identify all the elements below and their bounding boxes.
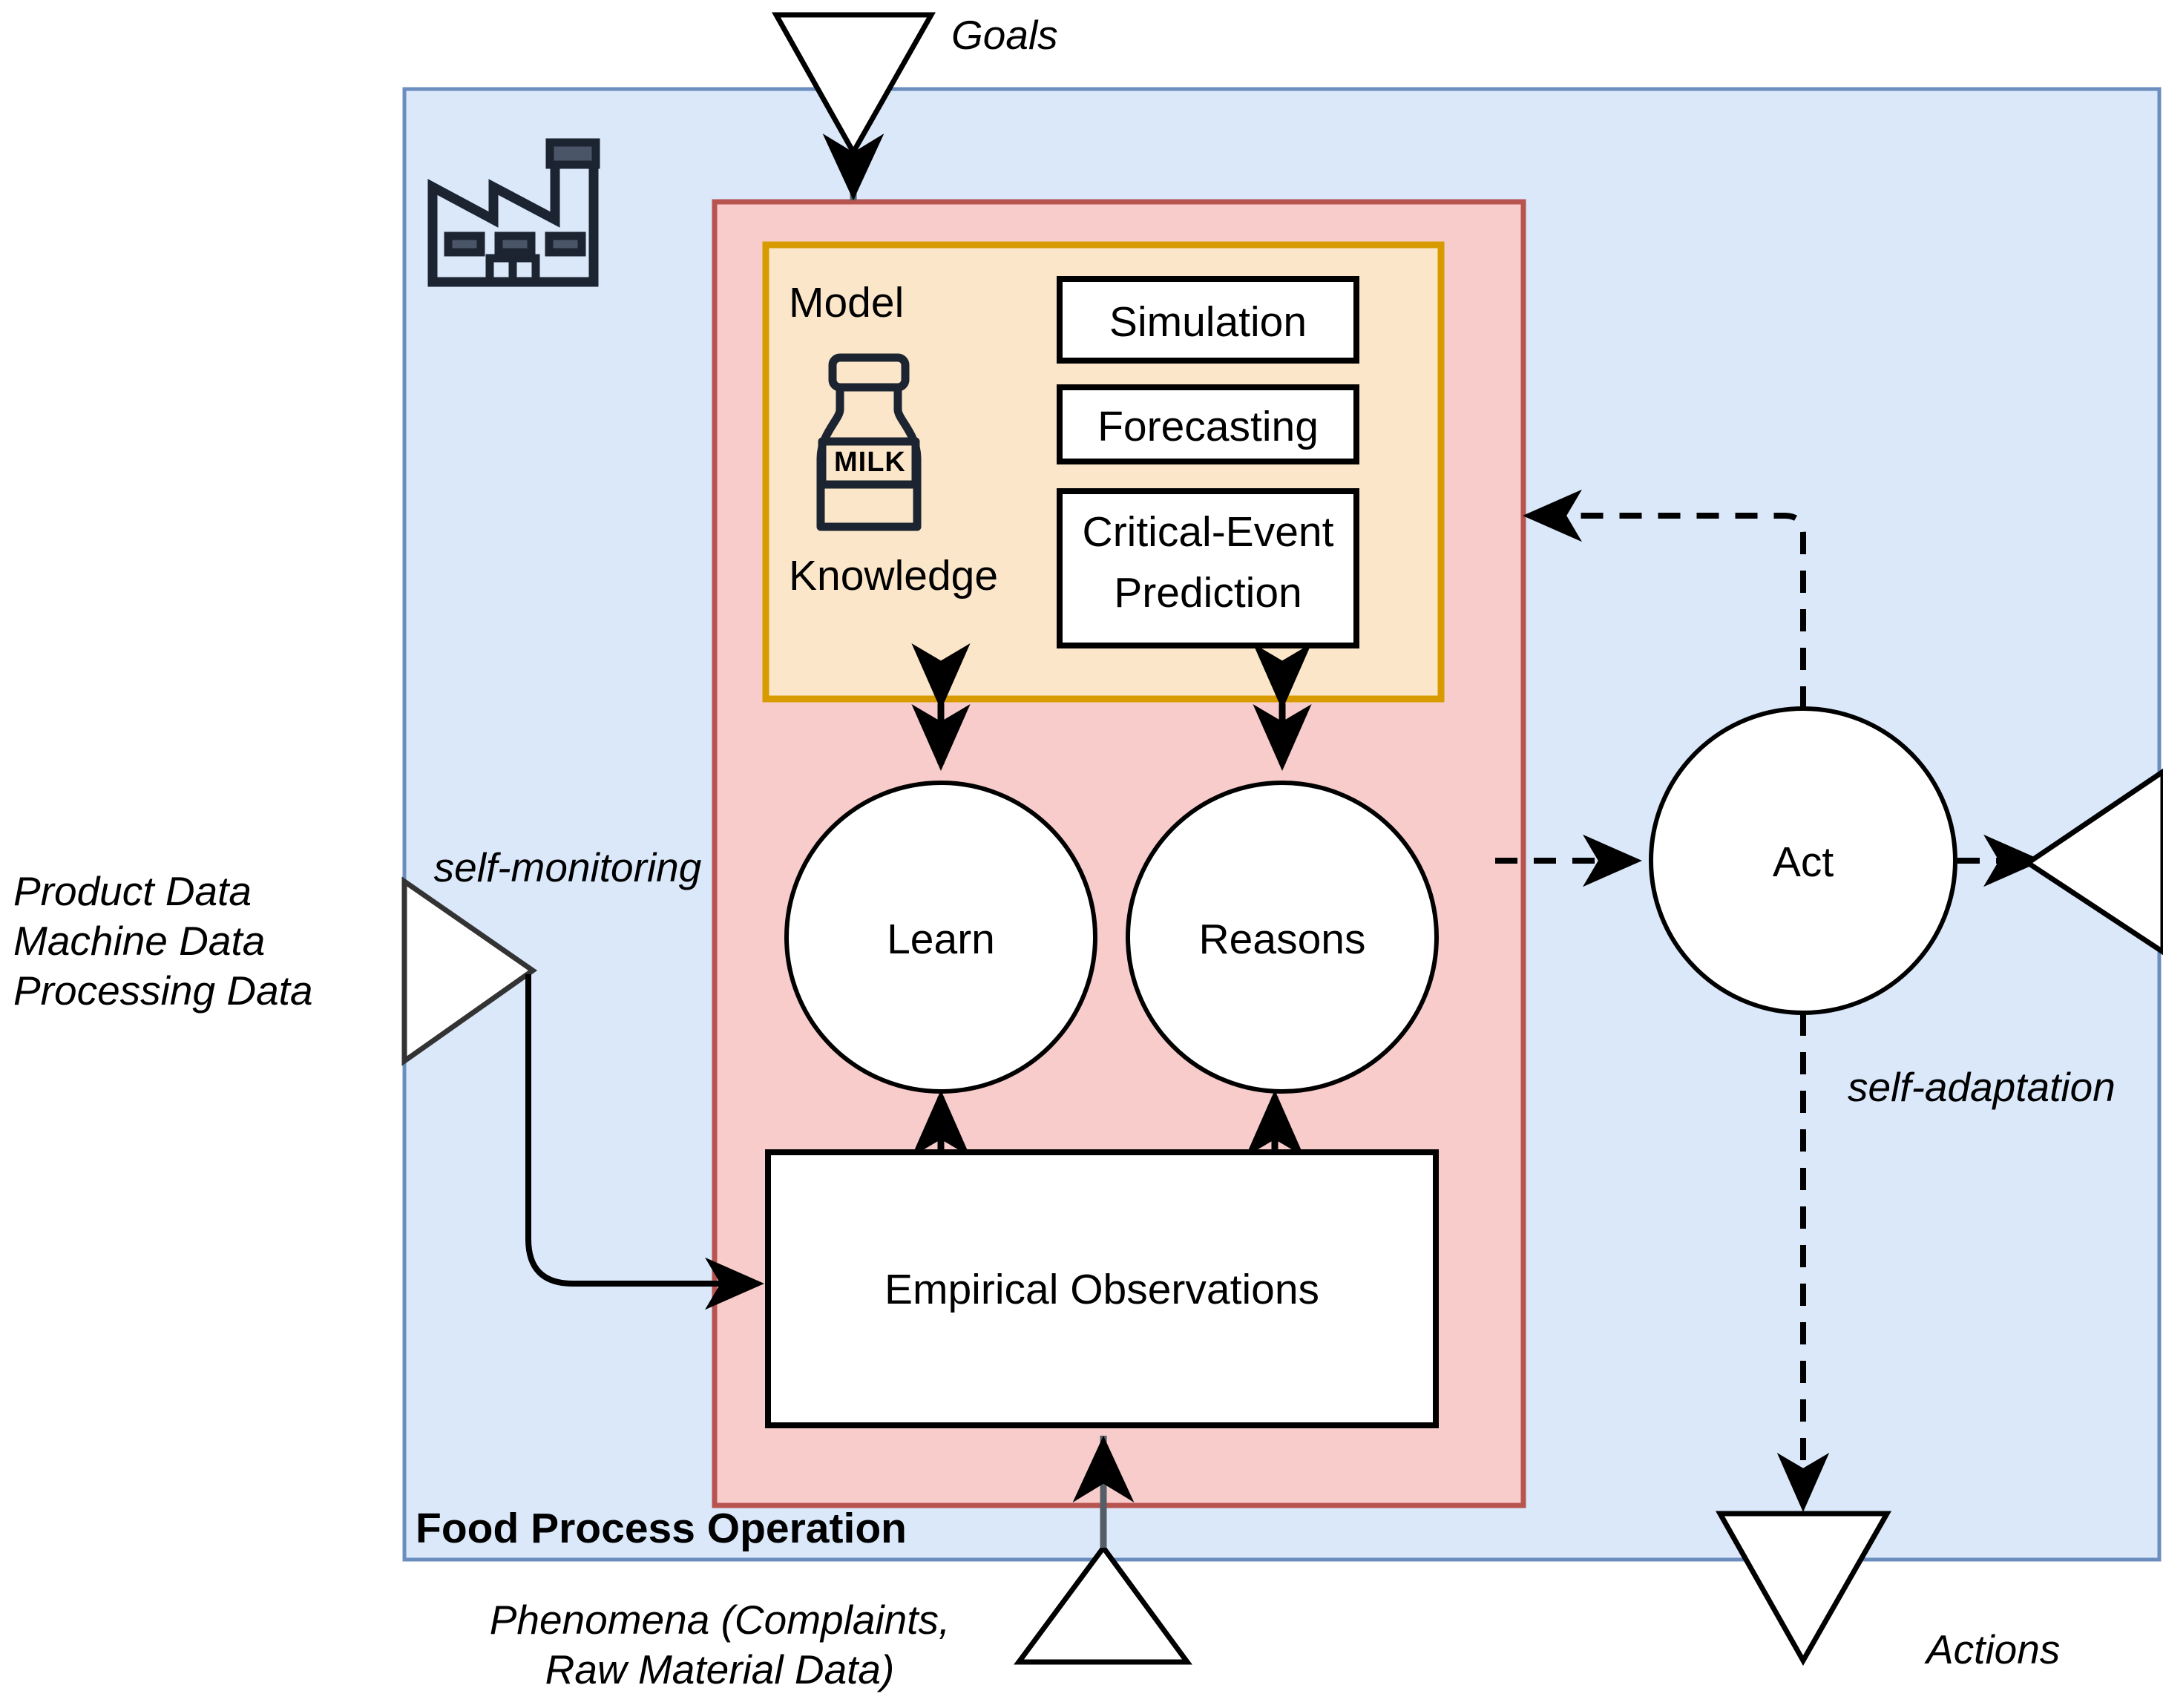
self-monitoring-label: self-monitoring (433, 844, 702, 890)
factory-icon (427, 138, 600, 287)
simulation-label: Simulation (1109, 298, 1307, 346)
model-label: Model (789, 279, 905, 326)
reasons-label: Reasons (1198, 916, 1366, 963)
output-port-triangle (2023, 768, 2163, 956)
input-data-port-triangle (401, 876, 538, 1066)
forecasting-label: Forecasting (1097, 403, 1319, 450)
self-adaptation-label: self-adaptation (1848, 1064, 2116, 1110)
input-data-labels: Product Data Machine Data Processing Dat… (13, 867, 399, 1016)
critical-event-prediction-box[interactable] (1057, 488, 1359, 648)
phenomena-line-2: Raw Material Data) (545, 1646, 895, 1693)
prediction-label: Prediction (1114, 569, 1302, 617)
empirical-observations-box[interactable] (765, 1149, 1439, 1428)
input-line-machine-data: Machine Data (13, 918, 266, 965)
learn-label: Learn (887, 916, 995, 963)
food-process-operation-label: Food Process Operation (416, 1505, 907, 1552)
input-line-product-data: Product Data (13, 868, 252, 914)
forecasting-box[interactable] (1057, 384, 1359, 464)
phenomena-line-1: Phenomena (Complaints, (489, 1597, 951, 1643)
milk-icon-text: MILK (834, 447, 906, 478)
input-line-processing-data: Processing Data (13, 968, 313, 1014)
act-label: Act (1772, 838, 1834, 886)
act-feedback-dashed-arrow (1523, 489, 1806, 709)
goals-port-triangle (772, 12, 936, 158)
self-monitoring-path (525, 974, 764, 1310)
phenomena-labels: Phenomena (Complaints, Raw Material Data… (438, 1595, 1002, 1695)
actions-label: Actions (1926, 1626, 2061, 1672)
milk-bottle-icon (816, 353, 922, 531)
knowledge-label: Knowledge (789, 552, 999, 600)
critical-event-label: Critical-Event (1082, 508, 1334, 556)
phenomena-port-triangle (1014, 1543, 1192, 1665)
actions-port-triangle (1715, 1511, 1892, 1666)
goals-label: Goals (951, 12, 1058, 58)
simulation-box[interactable] (1057, 276, 1359, 364)
empirical-observations-label: Empirical Observations (884, 1266, 1320, 1313)
